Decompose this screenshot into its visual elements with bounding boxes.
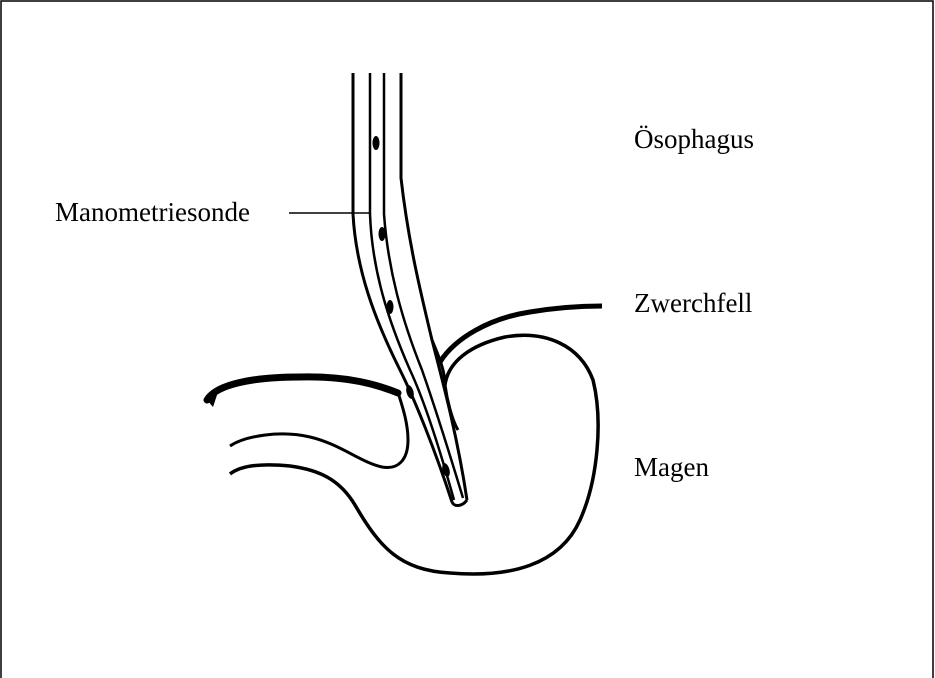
sensor-dot — [379, 227, 386, 241]
diaphragm-label: Zwerchfell — [634, 290, 752, 317]
probe-inner-left — [370, 73, 454, 500]
stomach-inner-fold — [230, 392, 408, 468]
sensor-dot — [373, 136, 380, 150]
diaphragm-left — [207, 377, 398, 400]
stomach-label: Magen — [634, 454, 709, 481]
sensor-dot — [387, 300, 394, 314]
probe-inner-right — [384, 73, 463, 498]
esophagus-label: Ösophagus — [634, 126, 754, 153]
probe-label: Manometriesonde — [55, 199, 250, 226]
probe-tip — [452, 500, 467, 506]
stomach-upper-curve — [230, 335, 598, 574]
